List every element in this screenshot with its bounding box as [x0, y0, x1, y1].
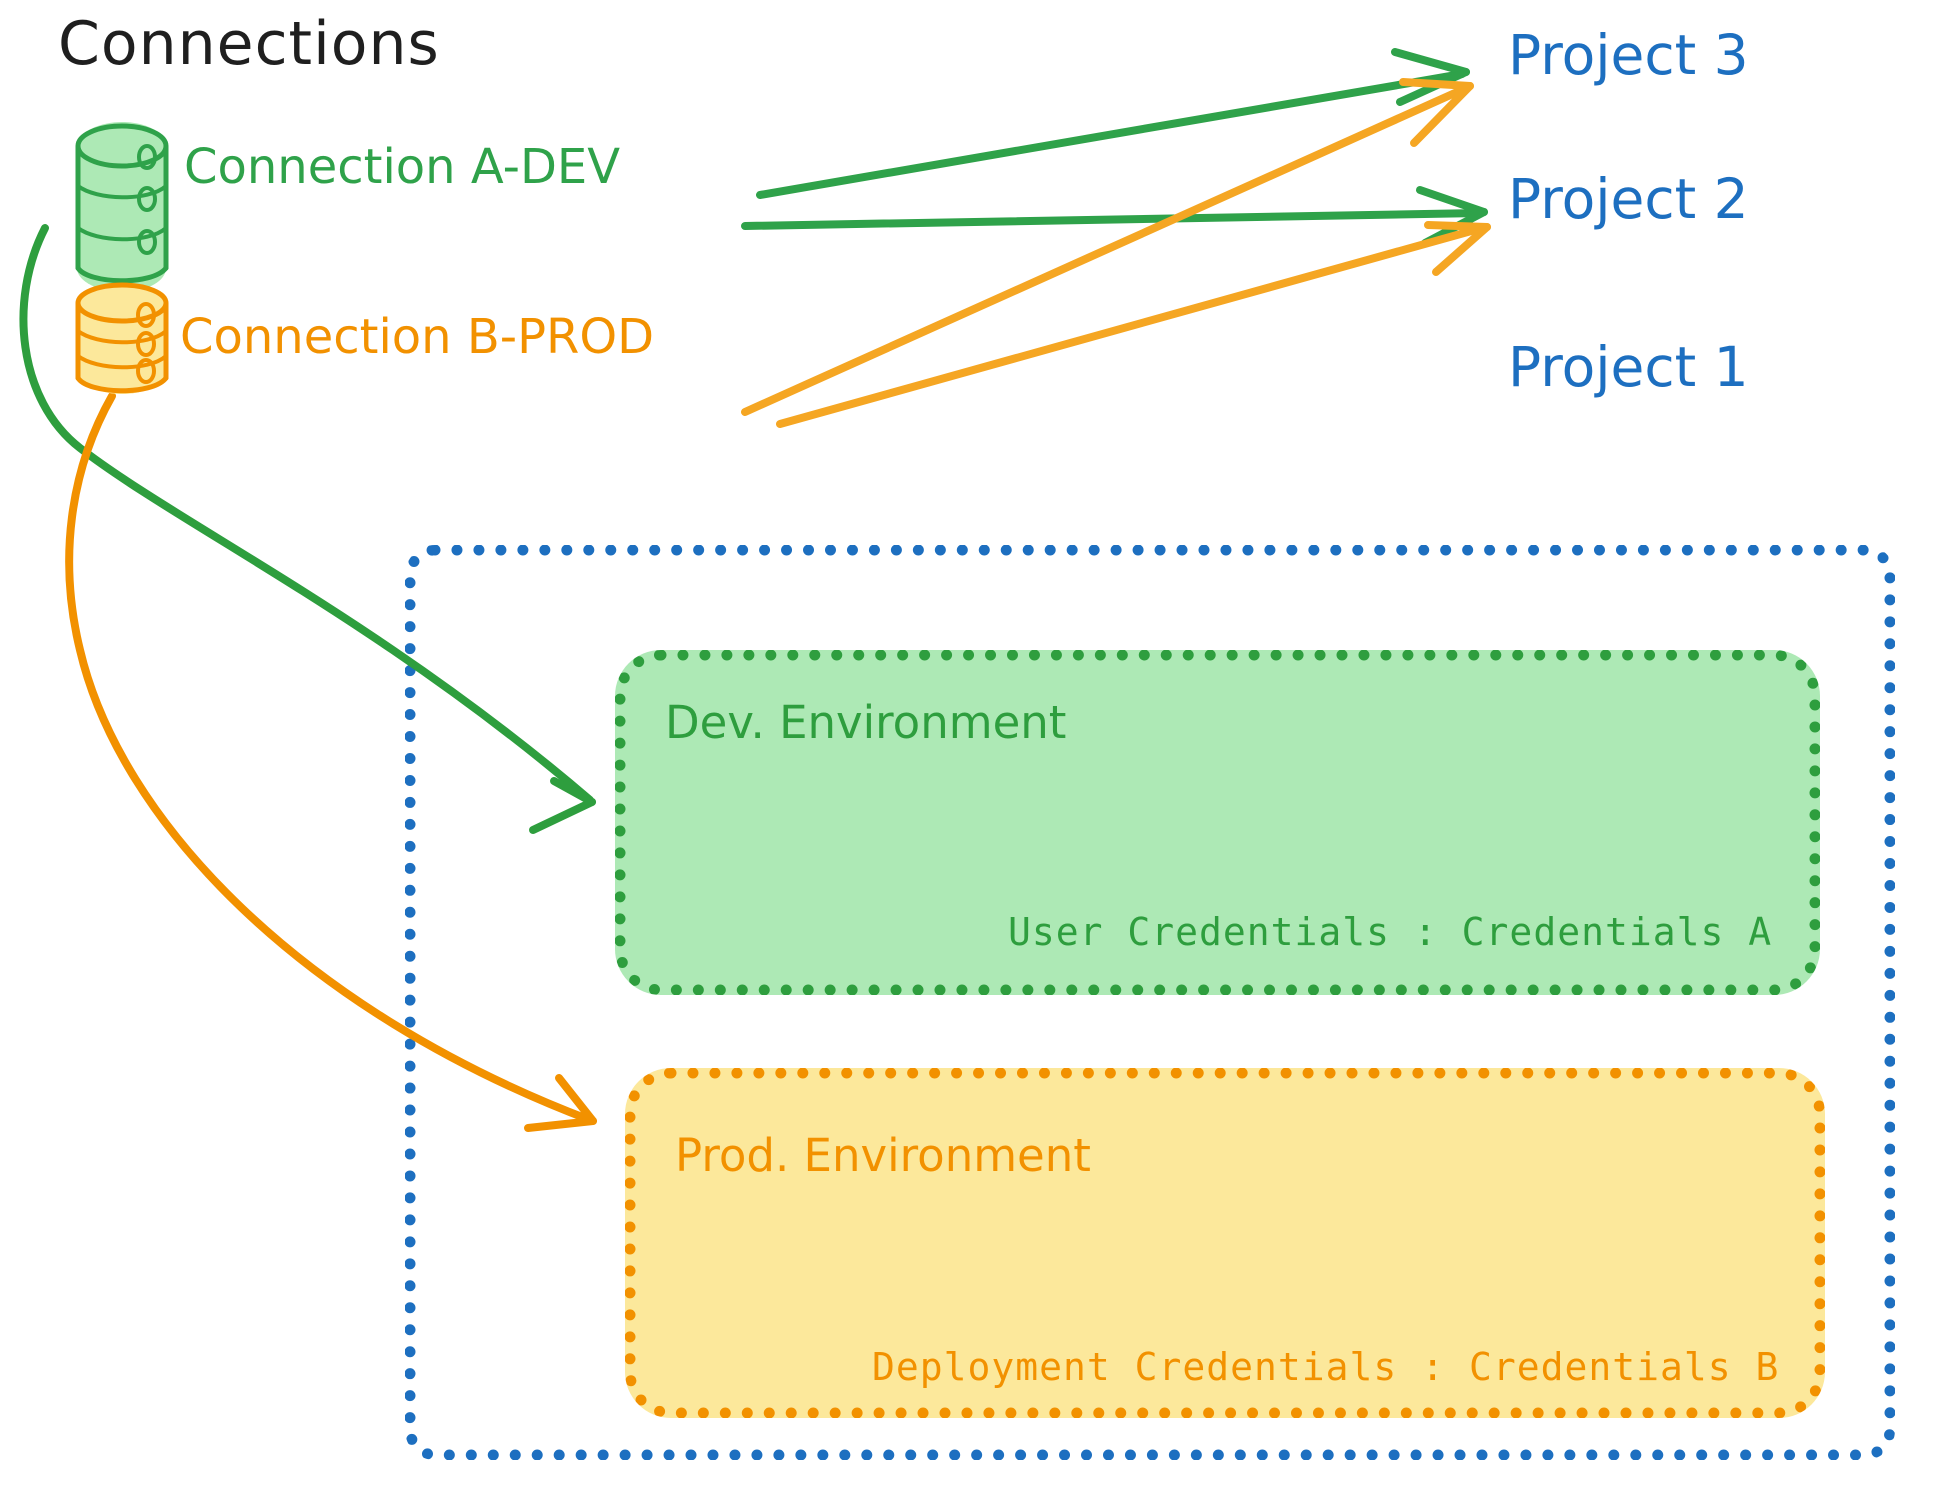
project-3-label[interactable]: Project 3: [1508, 23, 1749, 87]
dev-environment-box[interactable]: [615, 650, 1820, 995]
edge-conn-a-to-project-2: [741, 186, 1488, 247]
page-title: Connections: [58, 9, 440, 79]
edge-conn-a-to-project-3: [756, 48, 1470, 199]
prod-environment-title: Prod. Environment: [675, 1129, 1091, 1182]
project-1-label[interactable]: Project 1: [1508, 335, 1749, 399]
edge-conn-b-to-project-2: [776, 221, 1491, 428]
dev-environment-credentials: User Credentials : Credentials A: [1008, 910, 1773, 954]
database-cylinder-icon[interactable]: [75, 122, 169, 292]
edge-conn-b-to-project-3: [741, 78, 1474, 416]
project-2-label[interactable]: Project 2: [1508, 167, 1749, 231]
prod-environment-box[interactable]: [625, 1068, 1825, 1418]
dev-environment-title: Dev. Environment: [665, 696, 1067, 749]
database-cylinder-icon[interactable]: [75, 282, 169, 394]
connection-b-prod-label[interactable]: Connection B-PROD: [180, 309, 655, 365]
connection-a-dev-label[interactable]: Connection A-DEV: [184, 139, 621, 195]
prod-environment-credentials: Deployment Credentials : Credentials B: [872, 1345, 1780, 1389]
